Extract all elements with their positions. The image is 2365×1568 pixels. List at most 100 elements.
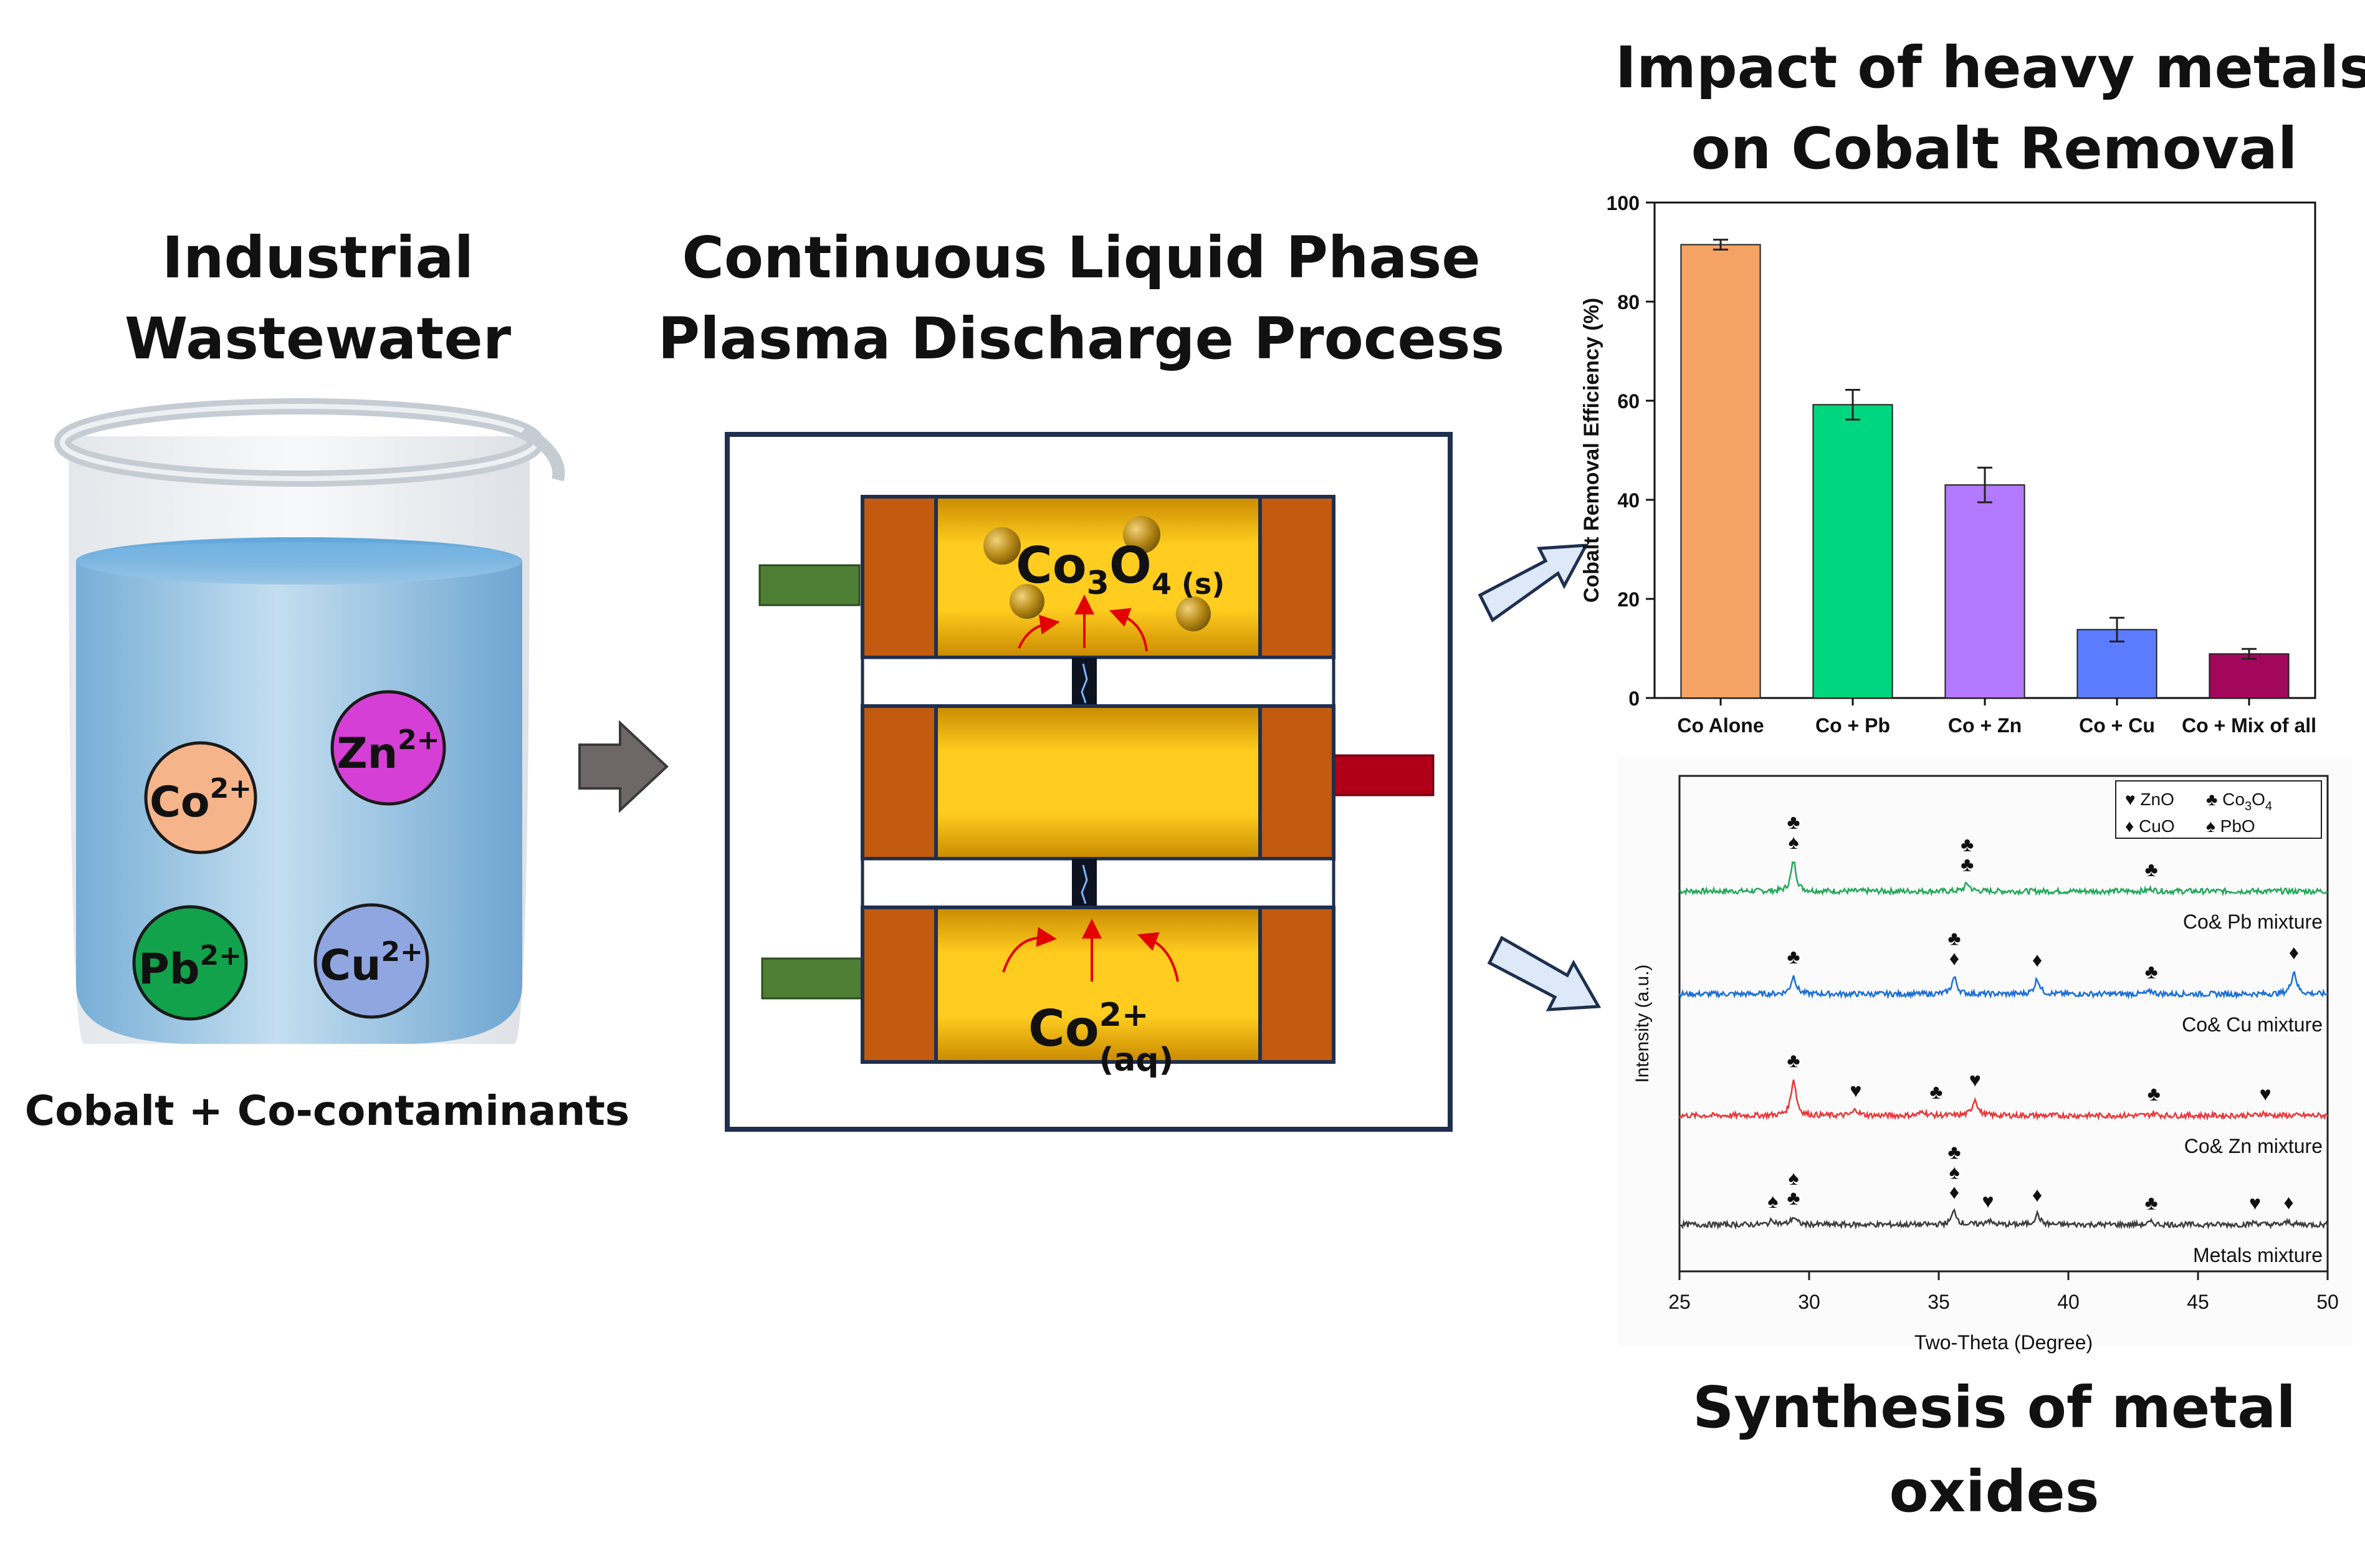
bar-y-tick-label: 100 — [1607, 192, 1640, 214]
ion-cu-bubble — [313, 903, 429, 1019]
xrd-series-label: Metals mixture — [2193, 1244, 2323, 1266]
xrd-peak-marker: ♣ — [1787, 1049, 1800, 1071]
bar-y-axis-label: Cobalt Removal Efficiency (%) — [1580, 298, 1603, 603]
xrd-legend-item: ♣ Co3O4 — [2206, 790, 2272, 813]
flow-arrow-icon — [578, 720, 669, 813]
svg-text:Cu2+: Cu2+ — [320, 936, 423, 990]
ion-co: Co2+ — [144, 741, 257, 854]
ion-zn-bubble — [330, 690, 446, 806]
xrd-peak-marker: ♥ — [1969, 1069, 1981, 1091]
xrd-peak-marker: ♣ — [1929, 1081, 1942, 1103]
xrd-x-tick-label: 50 — [2316, 1291, 2339, 1313]
xrd-peak-marker: ♣ — [1947, 1140, 1961, 1163]
xrd-peak-marker: ♣ — [2145, 858, 2158, 881]
ion-zn-charge: 2+ — [398, 724, 439, 756]
wastewater-title-line2: Wastewater — [125, 305, 512, 372]
xrd-peak-marker: ♣ — [1787, 1187, 1800, 1209]
bar-y-tick-label: 60 — [1617, 390, 1640, 413]
reaction-arrows-bottom — [1002, 919, 1179, 982]
xrd-peak-marker: ♣ — [1961, 853, 1974, 876]
svg-text:Co2+: Co2+ — [150, 773, 252, 827]
xrd-series-line — [1679, 1208, 2329, 1230]
process-title-line2: Plasma Discharge Process — [658, 305, 1505, 372]
xrd-peak-marker: ♦ — [2283, 1191, 2293, 1213]
removal-title-line1: Impact of heavy metals — [1615, 34, 2365, 101]
flow-arrow-down-icon — [1487, 935, 1602, 1011]
xrd-peak-marker: ♠ — [1949, 1160, 1959, 1183]
xrd-peak-marker: ♣ — [1787, 811, 1800, 833]
xrd-background — [1617, 757, 2353, 1346]
xrd-series-label: Co& Pb mixture — [2183, 911, 2323, 933]
xrd-peak-marker: ♦ — [2032, 949, 2042, 971]
xrd-legend: ♥ ZnO ♣ Co3O4 ♦ CuO ♠ PbO — [2115, 780, 2322, 839]
gap-top — [861, 656, 1335, 708]
ion-pb-bubble — [132, 905, 248, 1021]
xrd-peak-marker: ♣ — [2148, 1083, 2161, 1105]
svg-text:Zn2+: Zn2+ — [337, 724, 439, 778]
xrd-series-label: Co& Zn mixture — [2184, 1135, 2323, 1157]
electrode-top-connector — [758, 564, 861, 606]
wastewater-title-line1: Industrial — [162, 224, 474, 291]
xrd-peak-marker: ♦ — [1949, 947, 1959, 970]
reactor-chamber-middle — [861, 704, 1335, 861]
xrd-peak-marker: ♣ — [1947, 927, 1961, 950]
electrode-middle-connector — [1332, 754, 1435, 796]
ion-cu-symbol: Cu — [320, 941, 381, 990]
reaction-arrows-top — [1018, 595, 1148, 652]
bar — [1812, 404, 1893, 699]
ion-co-bubble — [144, 741, 257, 854]
xrd-peak-marker: ♦ — [2289, 941, 2299, 963]
xrd-y-axis-label: Intensity (a.u.) — [1632, 964, 1653, 1083]
xrd-legend-item: ♠ PbO — [2206, 816, 2255, 836]
oxides-title-line1: Synthesis of metal — [1693, 1374, 2296, 1441]
ion-co-symbol: Co — [150, 778, 210, 827]
removal-title-line2: on Cobalt Removal — [1691, 115, 2298, 182]
co3o4-particles — [983, 516, 1211, 631]
xrd-peak-marker: ♣ — [2145, 960, 2158, 983]
xrd-series-line — [1678, 970, 2328, 1000]
oxides-title-line2: oxides — [1889, 1458, 2099, 1525]
ion-co-charge: 2+ — [210, 773, 252, 805]
xrd-peak-marker: ♣ — [1961, 833, 1974, 856]
ion-cu: Cu2+ — [313, 903, 429, 1019]
ion-zn: Zn2+ — [330, 690, 446, 806]
xrd-peak-marker: ♥ — [2249, 1192, 2261, 1214]
bar — [1680, 244, 1761, 699]
flow-arrow-up-icon — [1478, 543, 1589, 623]
ion-cu-charge: 2+ — [381, 936, 423, 968]
wastewater-caption: Cobalt + Co-contaminants — [25, 1087, 629, 1135]
xrd-peak-marker: ♥ — [2260, 1083, 2272, 1105]
xrd-peak-marker: ♣ — [2145, 1192, 2158, 1214]
xrd-peak-marker: ♠ — [1789, 1167, 1799, 1189]
xrd-legend-item: ♦ CuO — [2125, 816, 2175, 836]
bar-x-tick-label: Co + Pb — [1815, 714, 1890, 737]
xrd-x-axis-label: Two-Theta (Degree) — [1914, 1331, 2093, 1354]
reactor-chamber-top — [861, 495, 1335, 659]
xrd-x-tick-label: 25 — [1668, 1291, 1691, 1313]
xrd-x-tick-label: 45 — [2187, 1291, 2209, 1313]
xrd-peak-marker: ♠ — [1789, 831, 1799, 853]
bar-y-tick-label: 40 — [1617, 489, 1640, 512]
bar-y-tick-label: 20 — [1617, 588, 1640, 611]
xrd-legend-item: ♥ ZnO — [2125, 790, 2174, 809]
ion-pb-symbol: Pb — [138, 945, 200, 994]
xrd-peak-marker: ♣ — [1787, 945, 1800, 968]
xrd-peak-marker: ♦ — [1949, 1180, 1959, 1203]
process-title-line1: Continuous Liquid Phase — [682, 224, 1480, 291]
bar — [2209, 653, 2290, 699]
xrd-peak-marker: ♦ — [2032, 1183, 2042, 1206]
bar — [1944, 484, 2025, 699]
bar-x-tick-label: Co + Mix of all — [2182, 714, 2316, 737]
xrd-x-tick-label: 30 — [1798, 1291, 1820, 1313]
bar-y-tick-label: 80 — [1617, 291, 1640, 313]
process-panel: Continuous Liquid Phase Plasma Discharge… — [658, 224, 1505, 1132]
removal-panel: Impact of heavy metals on Cobalt Removal… — [1580, 34, 2365, 737]
svg-text:Pb2+: Pb2+ — [138, 940, 242, 994]
bar-x-tick-label: Co + Cu — [2079, 714, 2155, 737]
xrd-x-tick-label: 40 — [2057, 1291, 2080, 1313]
product-formula: Co3O4 (s) — [1016, 537, 1225, 602]
